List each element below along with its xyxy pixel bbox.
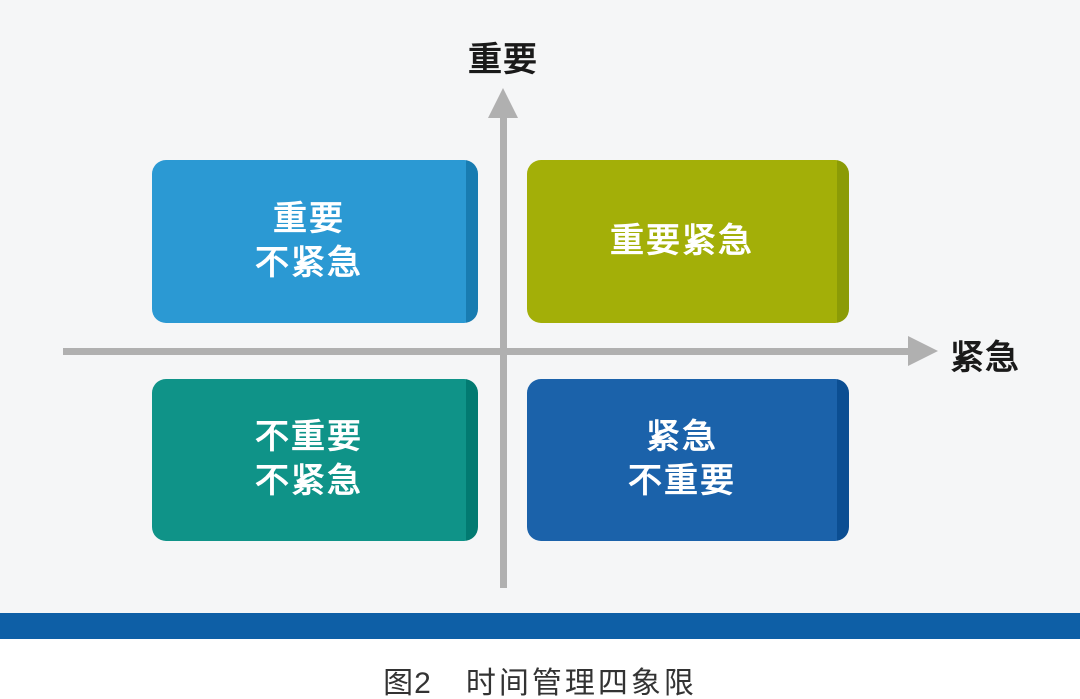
x-axis-line bbox=[63, 348, 909, 355]
quadrant-label-line: 重要紧急 bbox=[610, 221, 754, 260]
figure-number: 图2 bbox=[383, 667, 432, 699]
quadrant-label-line: 不紧急 bbox=[255, 243, 363, 282]
quadrant-label-line: 不紧急 bbox=[255, 462, 363, 500]
quadrant-important-not-urgent: 重要 不紧急 bbox=[152, 160, 478, 323]
quadrant-label-line: 紧急 bbox=[646, 418, 718, 457]
footer-divider-bar bbox=[0, 613, 1080, 639]
x-axis-label: 紧急 bbox=[950, 339, 1020, 377]
y-axis-arrowhead-icon bbox=[488, 88, 518, 118]
quadrant-label-line: 重要 bbox=[273, 199, 345, 238]
quadrant-urgent-not-important: 紧急 不重要 bbox=[527, 379, 849, 541]
quadrant-label-line: 不重要 bbox=[628, 462, 736, 500]
figure-title: 时间管理四象限 bbox=[465, 667, 697, 699]
figure-caption: 图2 时间管理四象限 bbox=[0, 658, 1080, 699]
quadrant-label-line: 不重要 bbox=[255, 418, 363, 457]
x-axis-arrowhead-icon bbox=[908, 336, 938, 366]
caption-area bbox=[0, 639, 1080, 699]
y-axis-label: 重要 bbox=[468, 41, 538, 79]
quadrant-important-urgent: 重要紧急 bbox=[527, 160, 849, 323]
quadrant-not-important-not-urgent: 不重要 不紧急 bbox=[152, 379, 478, 541]
